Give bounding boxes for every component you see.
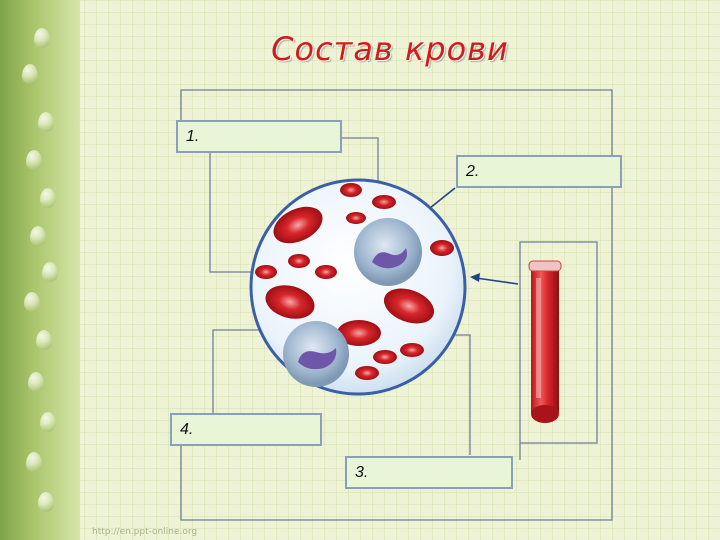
water-drop-icon — [38, 492, 54, 512]
tube-frame-line — [519, 241, 598, 460]
label-3-text: 3. — [355, 464, 369, 481]
red-blood-cell — [372, 195, 396, 209]
water-drop-icon — [28, 372, 44, 392]
left-decorative-bar — [0, 0, 80, 540]
water-drop-icon — [36, 330, 52, 350]
watermark: http://en.ppt-online.org — [92, 527, 198, 537]
red-blood-cell — [340, 183, 362, 197]
connector-1-right — [340, 137, 379, 190]
water-drop-icon — [34, 28, 50, 48]
red-blood-cell — [400, 343, 424, 357]
water-drop-icon — [26, 150, 42, 170]
red-blood-cell — [337, 320, 381, 346]
red-blood-cell — [255, 265, 277, 279]
water-drop-icon — [38, 112, 54, 132]
red-blood-cell — [355, 366, 379, 380]
red-blood-cells — [255, 183, 454, 380]
water-drop-icon — [30, 226, 46, 246]
red-blood-cell — [373, 350, 397, 364]
label-box-4[interactable]: 4. — [170, 413, 322, 446]
red-blood-cell — [265, 285, 315, 319]
red-blood-cell — [315, 265, 337, 279]
red-blood-cell — [273, 206, 323, 244]
red-blood-cell — [430, 240, 454, 256]
water-drop-icon — [40, 412, 56, 432]
label-box-1[interactable]: 1. — [176, 120, 342, 153]
water-drop-icon — [26, 452, 42, 472]
label-box-2[interactable]: 2. — [456, 155, 622, 188]
water-drop-icon — [42, 262, 58, 282]
outer-frame-line — [180, 89, 613, 521]
page-title: Состав крови — [271, 30, 509, 68]
white-blood-cells — [283, 218, 422, 387]
cell-nucleus — [298, 348, 337, 370]
label-box-3[interactable]: 3. — [345, 456, 513, 489]
white-blood-cell — [354, 218, 422, 286]
label-1-text: 1. — [186, 128, 200, 145]
test-tube-icon — [528, 260, 562, 423]
arrow-line — [475, 277, 519, 285]
water-drop-icon — [22, 64, 38, 84]
water-drop-icon — [24, 292, 40, 312]
connector-1-left — [209, 152, 260, 273]
arrow-icon — [470, 273, 480, 282]
cell-nucleus — [372, 248, 407, 269]
label-2-text: 2. — [466, 163, 480, 180]
water-drop-icon — [40, 188, 56, 208]
label-4-text: 4. — [180, 421, 194, 438]
red-blood-cell — [383, 288, 435, 324]
red-blood-cell — [288, 254, 310, 268]
red-blood-cell — [346, 212, 366, 224]
